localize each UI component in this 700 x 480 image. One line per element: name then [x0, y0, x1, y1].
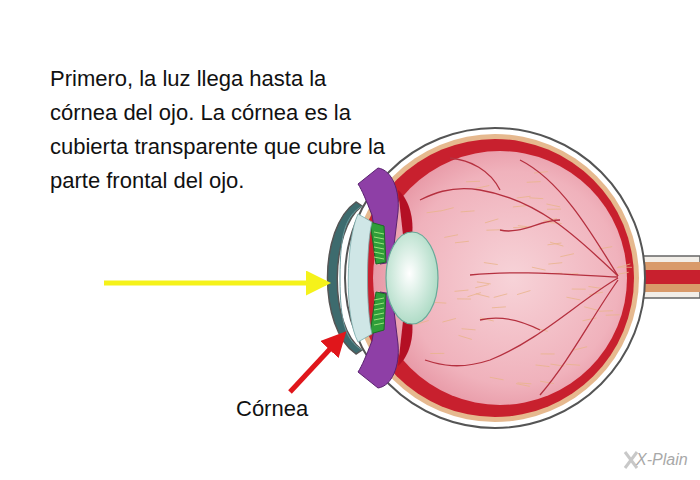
iris — [370, 222, 386, 264]
lens — [386, 232, 438, 324]
light-arrow — [104, 281, 326, 286]
part-name: Córnea — [236, 396, 336, 422]
sclera-inner — [351, 134, 639, 422]
choroid — [356, 139, 634, 417]
watermark-icon — [625, 452, 637, 468]
anterior-chamber — [348, 214, 372, 342]
retina — [373, 151, 627, 405]
cornea — [328, 202, 363, 354]
retinal-veins — [420, 158, 618, 395]
vitreous-fibers — [410, 172, 632, 387]
sclera — [345, 128, 645, 428]
iris — [370, 292, 386, 334]
iris-texture — [374, 232, 384, 325]
watermark: X-Plain — [636, 450, 696, 470]
explanation-note: Primero, la luz llega hasta la córnea de… — [50, 62, 395, 198]
leader-arrow — [290, 335, 343, 392]
